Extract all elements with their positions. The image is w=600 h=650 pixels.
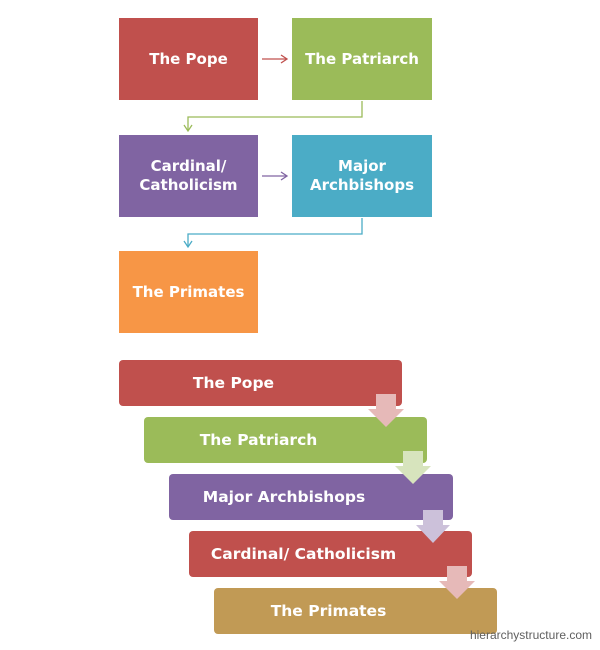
step-bar-major-archbishops: Major Archbishops: [169, 474, 453, 520]
box-the-primates: The Primates: [119, 251, 258, 333]
bar-label: The Pope: [192, 374, 275, 392]
box-major-archbishops: Major Archbishops: [292, 135, 432, 217]
box-label: Major Archbishops: [309, 157, 415, 194]
step-bar-the-patriarch: The Patriarch: [144, 417, 427, 463]
down-arrow-icon: [416, 510, 450, 543]
step-bar-the-primates: The Primates: [214, 588, 497, 634]
bar-label: Major Archbishops: [202, 488, 366, 506]
bar-label: The Primates: [270, 602, 387, 620]
arrow-connector: [262, 171, 289, 181]
down-arrow-icon: [439, 566, 475, 599]
bar-label: Cardinal/ Catholicism: [210, 545, 397, 563]
box-label: The Primates: [132, 282, 245, 301]
elbow-connector: [183, 101, 363, 133]
watermark: hierarchystructure.com: [469, 628, 592, 642]
step-bar-the-pope: The Pope: [119, 360, 402, 406]
top-connectors: [183, 54, 363, 249]
bar-label: The Patriarch: [199, 431, 318, 449]
elbow-connector: [183, 218, 363, 249]
box-cardinal-catholicism: Cardinal/ Catholicism: [119, 135, 258, 217]
box-the-pope: The Pope: [119, 18, 258, 100]
box-label: The Patriarch: [305, 49, 419, 68]
step-bar-cardinal-catholicism: Cardinal/ Catholicism: [189, 531, 472, 577]
down-arrow-icon: [395, 451, 431, 484]
box-label: The Pope: [149, 49, 228, 68]
box-label: Cardinal/ Catholicism: [139, 157, 238, 194]
down-arrow-icon: [368, 394, 404, 427]
box-the-patriarch: The Patriarch: [292, 18, 432, 100]
arrow-connector: [262, 54, 289, 64]
